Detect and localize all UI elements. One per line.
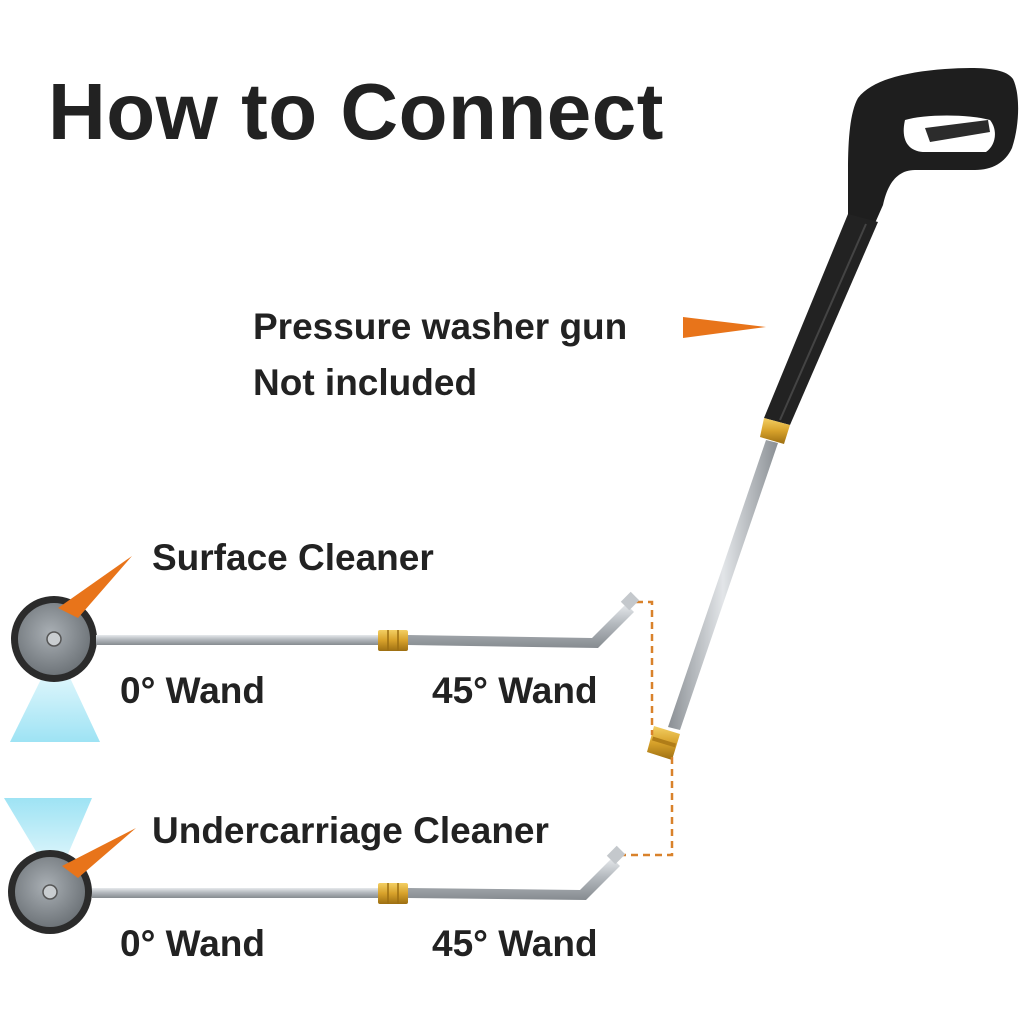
pressure-washer-gun bbox=[647, 68, 1019, 760]
gun-brass-coupler bbox=[760, 418, 790, 444]
page-title: How to Connect bbox=[48, 67, 664, 156]
undercarriage-wand-45 bbox=[408, 858, 620, 900]
surface-cleaner-label: Surface Cleaner bbox=[152, 537, 434, 578]
undercarriage-pointer-arrow bbox=[62, 828, 136, 878]
gun-label: Pressure washer gun bbox=[253, 306, 628, 347]
undercarriage-wand-0 bbox=[92, 888, 380, 898]
surface-pointer-arrow bbox=[58, 556, 132, 618]
gun-barrel bbox=[764, 214, 878, 425]
gun-lance bbox=[668, 440, 778, 730]
undercarriage-cleaner-assembly bbox=[4, 798, 626, 934]
surface-cleaner-assembly bbox=[10, 556, 640, 742]
surface-wand-45-label: 45° Wand bbox=[432, 670, 598, 711]
gun-trigger bbox=[925, 120, 990, 142]
undercarriage-brass-coupling bbox=[378, 883, 408, 904]
surface-wand-0-label: 0° Wand bbox=[120, 670, 265, 711]
surface-brass-coupling bbox=[378, 630, 408, 651]
surface-wand-0 bbox=[96, 635, 380, 645]
undercarriage-cleaner-label: Undercarriage Cleaner bbox=[152, 810, 549, 851]
connection-dashed-lines bbox=[620, 600, 674, 857]
undercarriage-wand-0-label: 0° Wand bbox=[120, 923, 265, 964]
undercarriage-wand-45-label: 45° Wand bbox=[432, 923, 598, 964]
surface-wand-45 bbox=[408, 604, 634, 648]
gun-pointer-arrow bbox=[683, 317, 766, 338]
surface-spray bbox=[10, 665, 100, 742]
undercarriage-spray bbox=[4, 798, 92, 868]
gun-note: Not included bbox=[253, 362, 478, 403]
